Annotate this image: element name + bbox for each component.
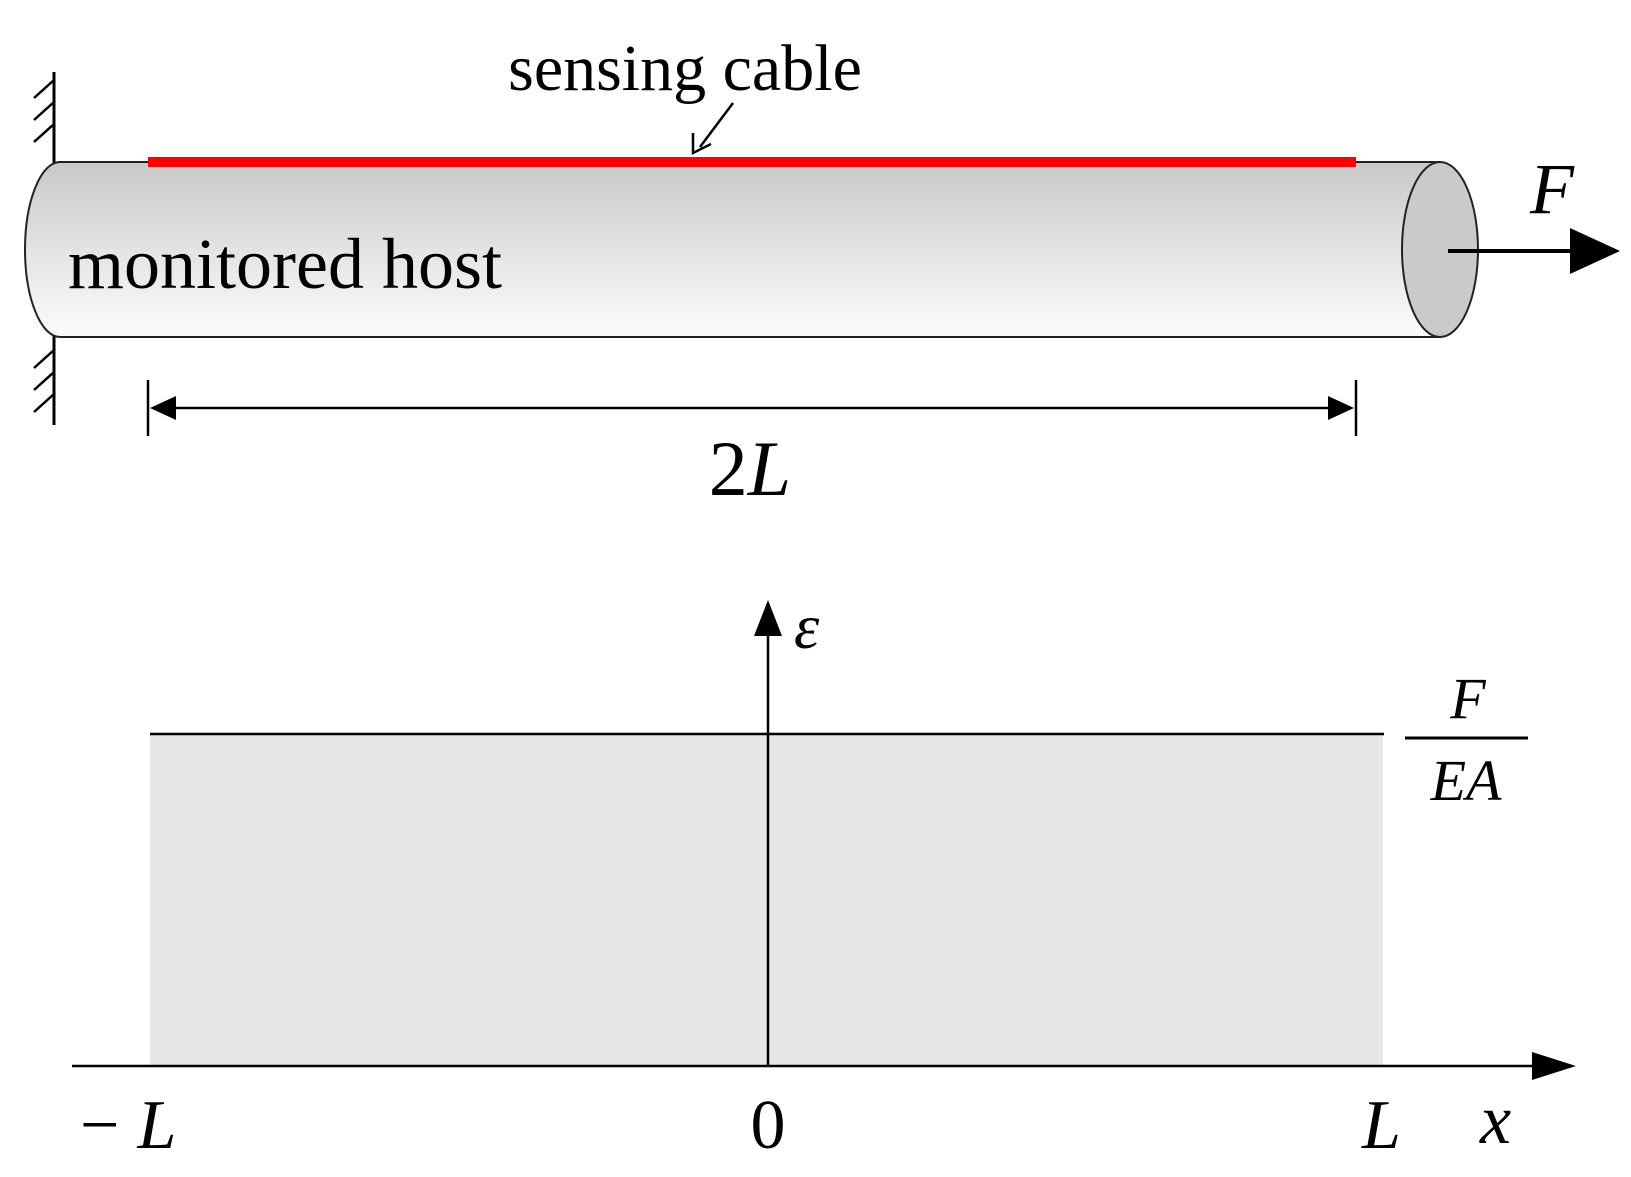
- strain-region: [150, 734, 1383, 1066]
- length-label: 2L: [709, 425, 791, 512]
- tick-neg-var: L: [136, 1087, 176, 1164]
- y-axis: [754, 600, 782, 1066]
- tick-neg-sign: −: [80, 1087, 119, 1164]
- x-axis-label: x: [1479, 1082, 1511, 1159]
- monitored-host-rod: [24, 161, 1479, 338]
- strain-level-fraction: F EA: [1405, 666, 1528, 813]
- tick-label-l: L: [1361, 1087, 1401, 1164]
- length-label-variable: L: [747, 425, 791, 512]
- fraction-numerator: F: [1449, 666, 1486, 731]
- fraction-denominator: EA: [1430, 748, 1502, 813]
- sensing-cable-label: sensing cable: [508, 32, 862, 105]
- tick-label-neg-l: −L: [80, 1087, 176, 1164]
- force-arrow: [1448, 228, 1620, 274]
- tick-label-zero: 0: [751, 1087, 786, 1164]
- monitored-host-label: monitored host: [68, 224, 502, 304]
- length-label-number: 2: [709, 425, 748, 512]
- length-dimension: [146, 380, 1358, 436]
- y-axis-label: ε: [794, 591, 820, 662]
- force-label: F: [1529, 149, 1575, 229]
- cable-pointer-arrow: [691, 102, 734, 156]
- x-axis: [72, 1052, 1576, 1080]
